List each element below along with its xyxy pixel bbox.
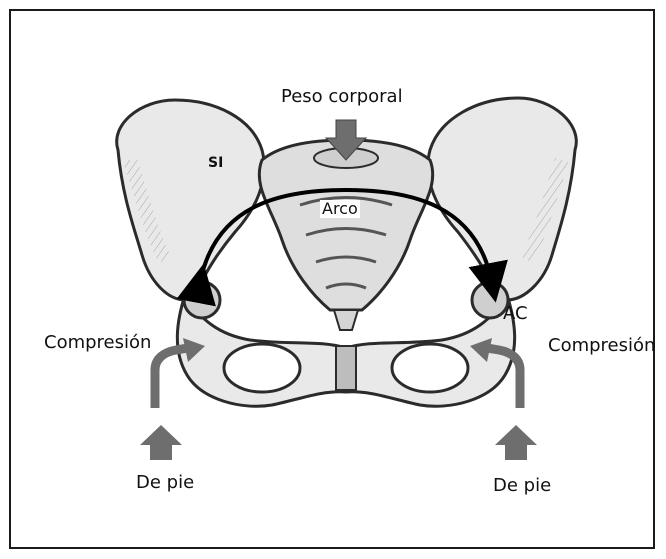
compression-left-label: Compresión	[44, 334, 151, 352]
arch-label: Arco	[320, 200, 360, 218]
right-standing-arrow	[495, 425, 537, 460]
sacrum	[259, 140, 432, 330]
standing-left-label: De pie	[136, 474, 194, 492]
left-standing-arrow	[140, 425, 182, 460]
ac-label: AC	[503, 305, 528, 323]
left-ilium	[117, 100, 264, 300]
compression-right-label: Compresión	[548, 337, 655, 355]
standing-right-label: De pie	[493, 477, 551, 495]
body-weight-label: Peso corporal	[281, 88, 403, 106]
right-ilium	[428, 98, 576, 300]
si-label: SI	[208, 156, 223, 170]
